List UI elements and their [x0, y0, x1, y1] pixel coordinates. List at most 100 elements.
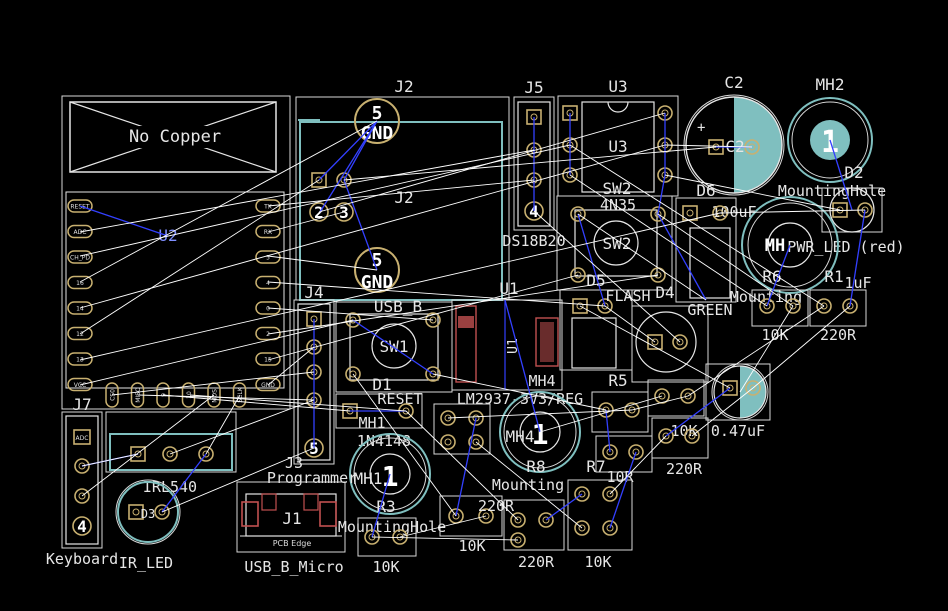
- c3-capacitor[interactable]: 0.47uF: [705, 363, 771, 440]
- j7-keyboard-connector[interactable]: J7 ADC 4 Keyboard: [46, 395, 118, 568]
- sw2-ref: SW2: [603, 179, 632, 198]
- d5-led[interactable]: D5 FLASH: [559, 271, 651, 371]
- no-copper-label: No Copper: [129, 127, 221, 147]
- r4-resistor[interactable]: 10K: [647, 379, 705, 440]
- ratsnest-line: [399, 515, 487, 538]
- c2-capacitor[interactable]: C2 C2 + 100uF: [683, 73, 785, 221]
- u2-pin-pad: [255, 352, 281, 366]
- u2-pin-pad: [232, 382, 247, 408]
- ratsnest-line: [267, 346, 315, 386]
- u2-pin-label: 12: [76, 331, 84, 338]
- d1-ref: D1: [372, 375, 391, 394]
- ratsnest-line: [687, 305, 825, 397]
- mounting-right-value: Mounting: [730, 288, 802, 306]
- mh2-pad-number: 1: [821, 125, 839, 160]
- u2-pin-pad: [255, 250, 281, 264]
- ratsnest-lines: [79, 112, 866, 541]
- r8-ref: R8: [526, 457, 545, 476]
- d3-ir-led[interactable]: D3 IR_LED: [115, 479, 181, 572]
- r1-value: 220R: [820, 326, 857, 344]
- mh-right-fab: MH: [765, 236, 785, 256]
- r8-value: 220R: [518, 553, 555, 571]
- sw2-switch[interactable]: SW2 SW2: [556, 179, 673, 291]
- mh4-fab-label: MH4: [506, 427, 535, 446]
- u2-pin-pad: [67, 224, 93, 239]
- d2-led[interactable]: D2 PWR_LED (red): [787, 163, 904, 256]
- u2-pin-pad: [67, 352, 93, 366]
- r3-resistor[interactable]: R3 10K: [357, 497, 417, 576]
- ratsnest-line: [579, 305, 731, 389]
- j3-pin5: 5: [309, 439, 319, 458]
- no-copper-zone: [69, 101, 277, 173]
- u2-pin-pad: [255, 326, 281, 341]
- mh1-value: MountingHole: [338, 518, 446, 536]
- j1-value: USB_B_Micro: [244, 558, 343, 576]
- mh1-ref: MH1: [358, 414, 385, 432]
- d1-value: 1N4148: [357, 432, 411, 450]
- r10-resistor[interactable]: 10R: [595, 435, 653, 486]
- d1-diode[interactable]: D1 1N4148: [335, 375, 423, 450]
- ratsnest-line: [169, 399, 315, 455]
- d2-value: PWR_LED (red): [787, 238, 904, 256]
- ratsnest-line: [267, 307, 434, 321]
- ratsnest-line: [267, 179, 535, 207]
- sw1-reset-switch[interactable]: USB_B SW1 RESET: [335, 297, 453, 408]
- r5-resistor[interactable]: R5: [591, 371, 649, 433]
- u1-regulator[interactable]: U1 U1 LM2937-3V3/REG: [451, 279, 583, 408]
- r2-value: 220R: [666, 460, 703, 478]
- d5-value: FLASH: [605, 287, 650, 305]
- ratsnest-line: [267, 274, 579, 361]
- mh-right-mounting-hole[interactable]: MH Mounting: [730, 196, 839, 306]
- u1-fab-label: U1: [506, 338, 521, 354]
- j1-usb-micro[interactable]: J1 PCB Edge USB_B_Micro: [236, 481, 346, 576]
- d4-led[interactable]: D4 GREEN: [631, 283, 733, 383]
- j7-ref: J7: [72, 395, 91, 414]
- r8-resistor[interactable]: R8 220R: [503, 457, 565, 571]
- ratsnest-line: [79, 144, 666, 309]
- u2-pin-label: TX: [263, 204, 272, 211]
- d6-diode[interactable]: D6: [675, 181, 737, 303]
- u2-pin-label: SCLK: [237, 386, 244, 402]
- r11-resistor[interactable]: 220R: [433, 403, 515, 515]
- u3-optocoupler[interactable]: U3 U3 4N35: [557, 77, 679, 214]
- u2-pin-label: VCC: [74, 382, 86, 389]
- ratsnest-line: [475, 441, 583, 529]
- j5-ref: J5: [524, 78, 543, 97]
- mh2-mounting-hole[interactable]: MH2 1 MountingHole: [778, 75, 886, 200]
- ratsnest-line: [161, 447, 315, 513]
- d4-ref: D4: [655, 283, 674, 302]
- ratsnest-line: [79, 149, 535, 233]
- r1-resistor[interactable]: R1 220R 1uF: [809, 267, 872, 344]
- mh1-fab-label: MH1: [354, 469, 383, 488]
- r4-value: 10K: [670, 422, 697, 440]
- r10-value: 10R: [606, 468, 634, 486]
- q1-value: IRL540: [143, 478, 197, 496]
- ratsnest-line: [267, 211, 345, 233]
- d3-fab-label: D3: [141, 507, 155, 521]
- u2-pin-pad: [156, 382, 170, 408]
- u2-pin-label: 5: [266, 255, 270, 262]
- ratsnest-line: [609, 435, 667, 495]
- j2-gnd-bottom: GND: [361, 272, 394, 293]
- ratsnest-line: [631, 395, 689, 411]
- d2-ref: D2: [844, 163, 863, 182]
- ratsnest-line: [352, 373, 457, 517]
- svg-text:+: +: [697, 120, 705, 136]
- j2-fab-label: J2: [394, 188, 413, 207]
- u2-pin-label: MOSI: [212, 387, 219, 403]
- u2-pin-pad: [105, 382, 119, 408]
- mh2-value: MountingHole: [778, 182, 886, 200]
- u2-pin-pad: [255, 224, 281, 239]
- ratsnest-line: [79, 319, 354, 386]
- j2-ref: J2: [394, 77, 413, 96]
- ratsnest-line: [405, 410, 519, 521]
- r9-resistor[interactable]: 10K: [439, 495, 503, 555]
- u2-pin-pad: [255, 301, 281, 315]
- mh1-mounting-hole[interactable]: 1 MH1 MH1 MountingHole: [338, 414, 446, 536]
- ratsnest-line: [81, 453, 139, 467]
- ratsnest-line: [604, 305, 656, 343]
